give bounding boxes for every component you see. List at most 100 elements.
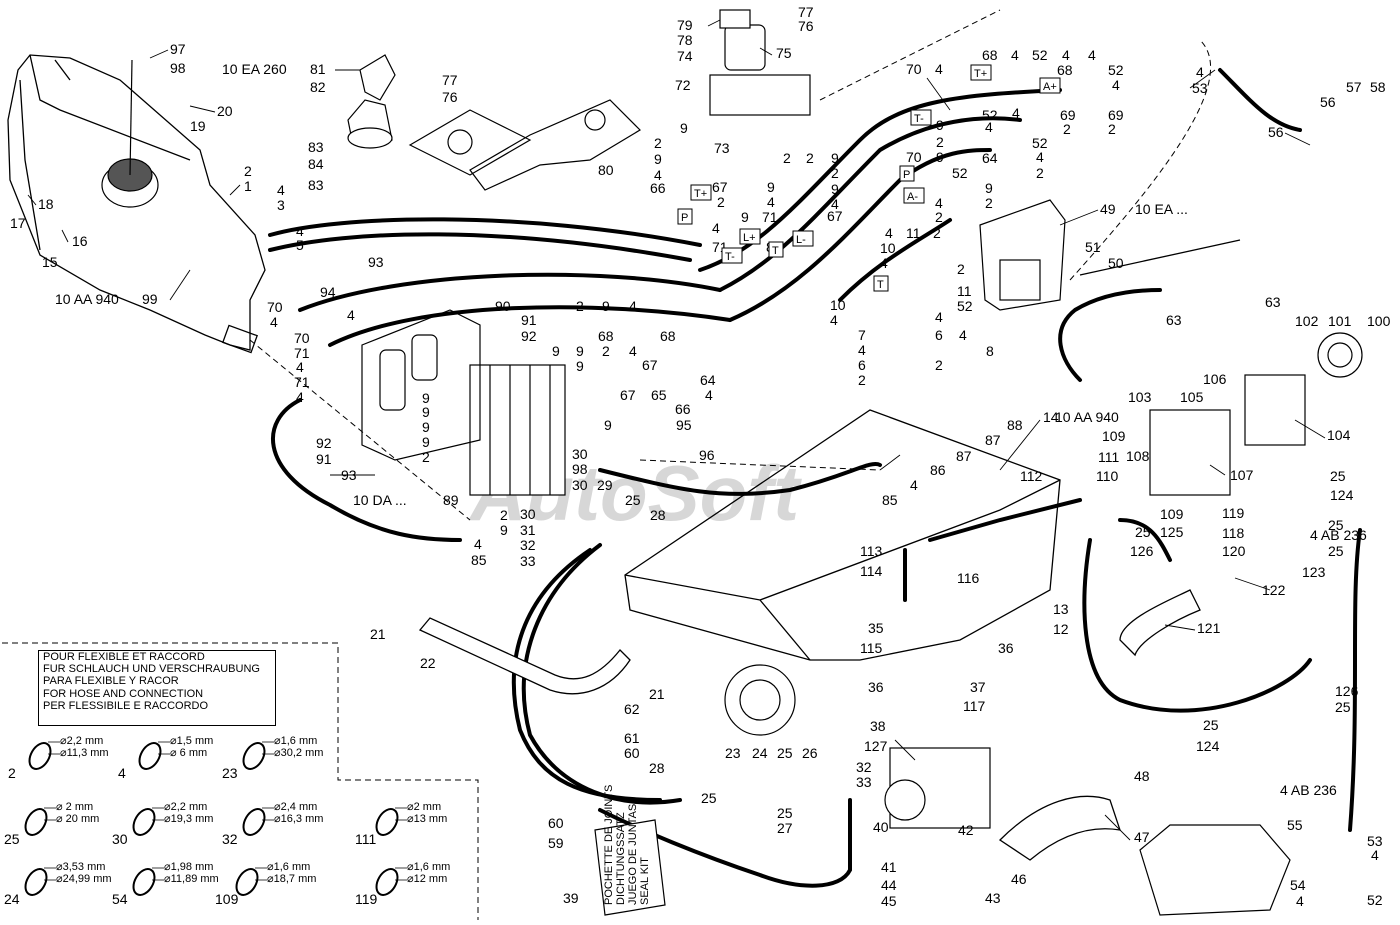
callout-35: 35 [868,620,884,636]
callout-56b: 56 [1268,124,1284,140]
callout-44: 44 [881,877,897,893]
callout-124b: 124 [1196,738,1220,754]
callout-110: 110 [1096,468,1119,484]
port-tag-label: T [877,279,884,291]
callout-9l: 9 [576,343,584,359]
seal-number: 30 [112,831,128,847]
port-tag-Tm1: T- [721,247,743,264]
callout-30c: 30 [520,506,536,522]
callout-14t: 10 AA 940 [1055,409,1119,425]
port-tag-Tp2: T+ [970,64,992,81]
callout-9m: 9 [576,358,584,374]
callout-15: 15 [42,254,58,270]
callout-2o: 2 [935,357,943,373]
callout-122: 122 [1262,582,1286,598]
callout-13: 13 [1053,601,1069,617]
callout-18: 18 [38,196,54,212]
callout-9o: 9 [422,404,430,420]
callout-76b: 76 [798,18,814,34]
seal-spec-111: 111⌀2 mm⌀13 mm [355,801,447,847]
seal-spec-109: 109⌀1,6 mm⌀18,7 mm [215,861,316,907]
callout-100: 100 [1367,313,1391,329]
callout-127: 127 [864,738,888,754]
callout-94: 94 [320,284,336,300]
oil-tank [624,409,1061,661]
port-tag-label: A+ [1043,81,1057,93]
callout-115: 115 [860,640,883,656]
callout-30a: 30 [572,446,588,462]
callout-4c: 4 [654,167,662,183]
legend-line-it: PER FLESSIBILE E RACCORDO [43,699,209,712]
callout-25j: 25 [777,805,793,821]
callout-85b: 85 [471,552,487,568]
callout-106: 106 [1203,371,1227,387]
callout-26: 26 [802,745,818,761]
callout-25d: 25 [1328,543,1344,559]
callout-53b: 53 [1367,833,1383,849]
callout-71d: 71 [294,374,310,390]
callout-65: 65 [651,387,667,403]
callout-4s: 4 [830,312,838,328]
callout-10a: 10 [880,240,896,256]
callout-36b: 36 [868,679,884,695]
leader-lines [27,19,1326,841]
callout-2s: 2 [422,449,430,465]
callout-29: 29 [597,477,613,493]
callout-85a: 85 [882,492,898,508]
callout-52f: 52 [957,298,973,314]
callout-93a: 93 [368,254,384,270]
callout-10b: 10 [830,297,846,313]
callout-24: 24 [752,745,768,761]
callout-4y: 4 AB 236 [1280,782,1337,798]
seal-spec-32: 32⌀2,4 mm⌀16,3 mm [222,801,323,847]
callout-87b: 87 [956,448,972,464]
callout-4q: 4 [885,225,893,241]
callout-4t: 4 [935,309,943,325]
callout-19: 19 [190,118,206,134]
callout-71c: 71 [294,345,310,361]
callout-2q: 2 [576,298,584,314]
seal-kit-line-2: DICHTUNGSSATZ [615,812,627,905]
callout-63a: 63 [1166,312,1182,328]
port-tag-label: L+ [743,232,756,244]
callout-69a: 69 [1060,107,1076,123]
callout-49: 49 [1100,201,1116,217]
callout-48: 48 [1134,768,1150,784]
seal-number: 32 [222,831,238,847]
port-tag-label: T- [914,113,924,125]
callout-4p: 4 [1196,64,1204,80]
callout-9d: 9 [831,150,839,166]
hydraulic-tank-housing [7,54,266,354]
seal-section: ⌀1,6 mm [267,861,310,873]
callout-41: 41 [881,859,897,875]
seal-section: ⌀2,2 mm [60,735,103,747]
callout-28a: 28 [650,507,666,523]
transmission-block [1139,824,1291,916]
callout-99t: 10 AA 940 [55,291,119,307]
callout-84: 84 [308,156,324,172]
callout-4b: 4 [296,223,304,239]
callout-67a: 67 [712,179,728,195]
pilot-valve [709,9,811,116]
callout-2f: 2 [831,165,839,181]
callout-9a: 9 [680,120,688,136]
callout-98b: 98 [572,461,588,477]
callout-9g: 9 [936,117,944,133]
seal-inner-diameter: ⌀ 6 mm [170,747,207,759]
seal-inner-diameter: ⌀18,7 mm [267,873,316,885]
callout-91a: 91 [521,312,537,328]
seal-inner-diameter: ⌀12 mm [407,873,447,885]
callout-4l: 4 [985,119,993,135]
seal-number: 25 [4,831,20,847]
callout-52b: 52 [1108,62,1124,78]
callout-51: 51 [1085,239,1101,255]
callout-92a: 92 [521,328,537,344]
callout-4m: 4 [1012,105,1020,121]
o-ring-icon [24,868,48,896]
callout-25h: 25 [777,745,793,761]
seal-section: ⌀1,6 mm [274,735,317,747]
seal-inner-diameter: ⌀16,3 mm [274,813,323,825]
callout-5: 5 [296,237,304,253]
callout-4z: 4 [1296,893,1304,909]
auxiliary-valve [979,199,1066,311]
